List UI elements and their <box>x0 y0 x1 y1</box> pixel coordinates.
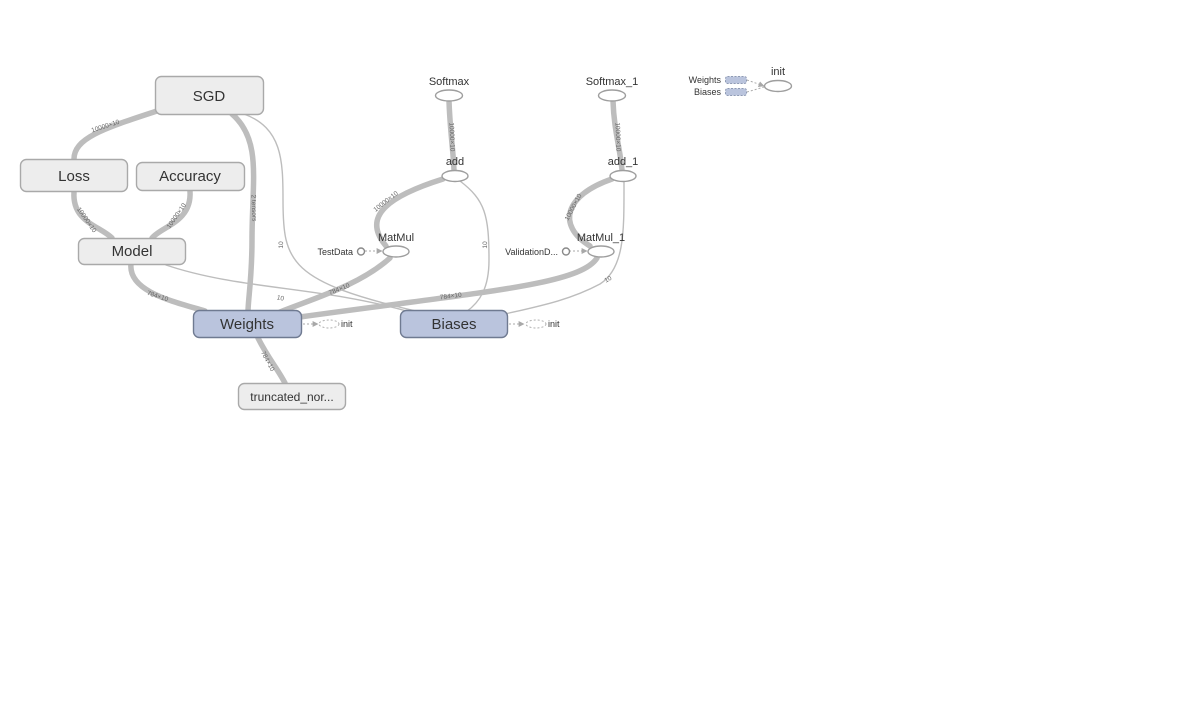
node-biases-init-label: init <box>548 319 560 329</box>
node-validation-label: ValidationD... <box>505 247 558 257</box>
node-biases-box[interactable] <box>399 309 509 339</box>
init-op-shape[interactable] <box>763 79 793 93</box>
node-weights[interactable]: Weights <box>192 309 303 339</box>
init-weights-label: Weights <box>689 75 722 85</box>
node-matmul-label: MatMul <box>378 232 414 244</box>
node-biases-label: Biases <box>431 316 476 333</box>
node-accuracy-label: Accuracy <box>159 168 221 185</box>
node-testdata[interactable]: TestData <box>317 247 366 257</box>
edges <box>71 79 765 386</box>
edge-softmax-add <box>446 98 457 173</box>
edge-label-sgd-biases: 10 <box>278 241 285 249</box>
node-loss-box[interactable] <box>19 158 129 193</box>
init-biases-label: Biases <box>694 87 722 97</box>
edge-label-add-biases: 10 <box>482 241 489 249</box>
node-truncated-box[interactable] <box>237 382 347 411</box>
node-softmax-label: Softmax <box>429 76 470 88</box>
node-add-1-shape[interactable] <box>609 169 637 183</box>
node-matmul-1-label: MatMul_1 <box>577 232 625 244</box>
node-model-box[interactable] <box>77 237 187 266</box>
node-matmul-1[interactable]: MatMul_1 <box>577 232 625 258</box>
node-softmax-1-label: Softmax_1 <box>586 76 639 88</box>
edge-accuracy-model <box>149 188 193 241</box>
edge-weights-truncated <box>255 335 288 386</box>
node-softmax-1-shape[interactable] <box>597 89 627 102</box>
edge-label-sgd-weights: 2 tensors <box>250 194 258 222</box>
edge-legend-biases-init <box>746 86 765 93</box>
node-biases-init[interactable]: init <box>525 319 560 329</box>
edge-softmax1-add1 <box>610 98 625 173</box>
edge-model-biases <box>165 264 411 313</box>
node-add-shape[interactable] <box>441 169 469 183</box>
node-accuracy[interactable]: Accuracy <box>135 161 246 192</box>
edge-legend-weights-init <box>746 79 765 88</box>
init-op-label: init <box>771 66 785 78</box>
edge-add1-matmul1 <box>566 176 615 249</box>
edge-label-matmul1-weights: 784×10 <box>440 292 463 302</box>
node-add-1-label: add_1 <box>608 156 639 168</box>
node-matmul-shape[interactable] <box>382 245 410 258</box>
node-softmax-1[interactable]: Softmax_1 <box>586 76 639 102</box>
node-weights-init-label: init <box>341 319 353 329</box>
edge-sgd-weights <box>229 111 257 315</box>
init-biases-marker[interactable] <box>725 88 747 96</box>
edge-label-softmax-add: 10000×10 <box>447 122 455 152</box>
node-sgd-box[interactable] <box>154 75 265 116</box>
edge-label-model-biases: 10 <box>276 294 285 302</box>
edge-loss-model <box>71 189 115 241</box>
node-add[interactable]: add <box>441 156 469 183</box>
edge-label-matmul-weights: 784×10 <box>328 282 351 297</box>
node-model[interactable]: Model <box>77 237 187 266</box>
node-weights-init-shape[interactable] <box>318 319 340 329</box>
edge-label-model-weights: 784×10 <box>146 290 169 304</box>
node-weights-box[interactable] <box>192 309 303 339</box>
node-weights-init[interactable]: init <box>318 319 353 329</box>
edge-sgd-loss <box>71 108 160 163</box>
node-validation-shape[interactable] <box>561 247 571 256</box>
node-softmax[interactable]: Softmax <box>429 76 470 102</box>
node-add-label: add <box>446 156 464 168</box>
node-softmax-shape[interactable] <box>434 89 464 102</box>
edge-label-add1-biases: 10 <box>603 275 613 285</box>
node-loss[interactable]: Loss <box>19 158 129 193</box>
node-accuracy-box[interactable] <box>135 161 246 192</box>
node-truncated-label: truncated_nor... <box>250 390 333 404</box>
node-biases[interactable]: Biases <box>399 309 509 339</box>
init-cluster[interactable]: Weights Biases init <box>689 66 793 97</box>
node-matmul-1-shape[interactable] <box>587 245 615 258</box>
node-matmul[interactable]: MatMul <box>378 232 414 258</box>
node-weights-label: Weights <box>220 316 274 333</box>
node-truncated-normal[interactable]: truncated_nor... <box>237 382 347 411</box>
edge-label-softmax1-add1: 10000×10 <box>613 122 621 152</box>
node-testdata-label: TestData <box>317 247 353 257</box>
node-validation-data[interactable]: ValidationD... <box>505 247 571 257</box>
edge-matmul1-weights <box>297 255 600 320</box>
node-sgd[interactable]: SGD <box>154 75 265 116</box>
node-model-label: Model <box>112 243 153 260</box>
edge-add1-biases <box>504 181 625 315</box>
edge-label-add1-matmul1: 10000×10 <box>564 192 584 221</box>
edge-sgd-biases <box>243 113 421 313</box>
edge-add-matmul <box>374 176 446 249</box>
node-sgd-label: SGD <box>193 88 226 105</box>
edge-add-biases <box>459 180 490 313</box>
node-testdata-shape[interactable] <box>356 247 366 256</box>
edge-label-loss-model: 10000×10 <box>75 206 98 234</box>
node-add-1[interactable]: add_1 <box>608 156 639 183</box>
node-loss-label: Loss <box>58 168 90 185</box>
init-weights-marker[interactable] <box>725 76 747 84</box>
edge-matmul-weights <box>277 255 393 315</box>
node-biases-init-shape[interactable] <box>525 319 547 329</box>
edge-model-weights <box>128 261 208 314</box>
